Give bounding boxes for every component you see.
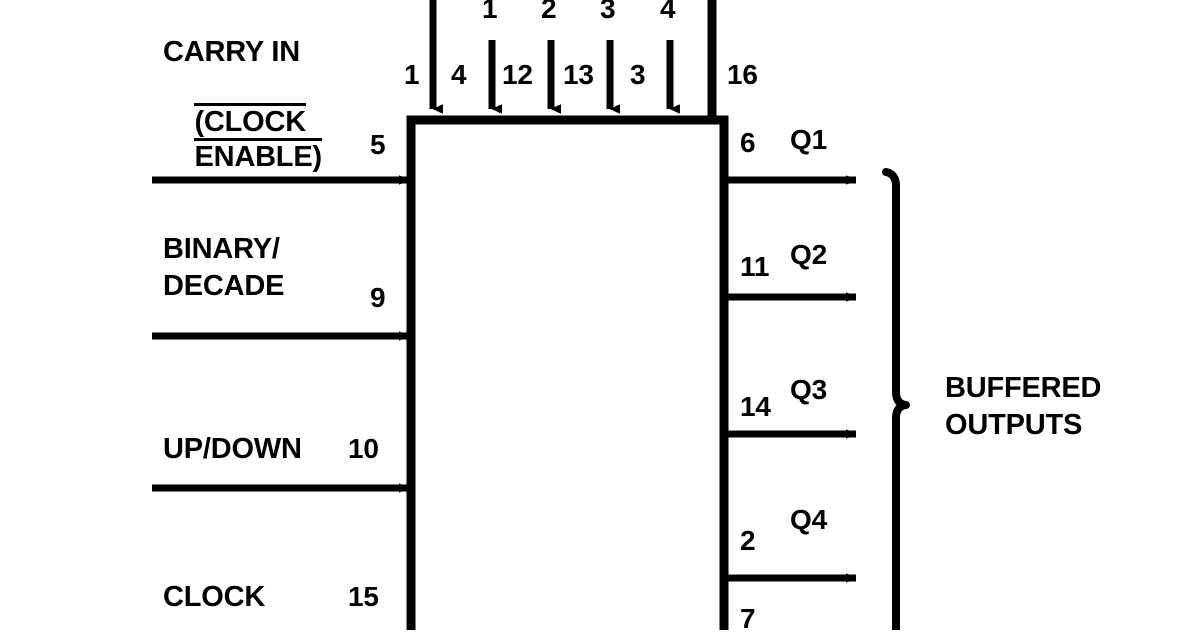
output-label-q1: Q1 — [790, 124, 827, 155]
input-label-clock-overline-1: (CLOCK — [194, 102, 306, 138]
counter-block — [406, 115, 729, 630]
output-pin-6: 6 — [740, 127, 756, 158]
input-label-decade: DECADE — [163, 270, 285, 302]
top-pin-number-13: 13 — [563, 59, 594, 90]
top-pin-number-12: 12 — [502, 59, 533, 90]
top-pin-number-16: 16 — [727, 59, 758, 90]
top-data-label-1: 1 — [482, 0, 498, 24]
input-label-clock-overline-2: ENABLE) — [194, 137, 322, 173]
input-label-binary: BINARY/ — [163, 233, 280, 265]
output-pin-7: 7 — [740, 603, 756, 634]
top-pin-number-3: 3 — [630, 59, 646, 90]
input-label-up-down: UP/DOWN — [163, 433, 302, 465]
output-pin-2: 2 — [740, 525, 756, 556]
top-data-label-4: 4 — [660, 0, 676, 24]
output-pin-11: 11 — [740, 251, 770, 282]
input-pin-5: 5 — [370, 129, 386, 160]
top-input-lines — [429, 0, 681, 114]
input-pin-15: 15 — [348, 581, 379, 612]
output-label-q4: Q4 — [790, 504, 827, 535]
input-pin-10: 10 — [348, 433, 379, 464]
top-pin-number-4: 4 — [451, 59, 467, 90]
input-label-carry-in: CARRY IN — [163, 36, 300, 68]
top-data-label-3: 3 — [600, 0, 616, 24]
input-pin-9: 9 — [370, 282, 386, 313]
left-input-lines — [152, 175, 410, 493]
buffered-outputs-brace — [882, 168, 910, 630]
buffered-outputs-line2: OUTPUTS — [945, 409, 1083, 441]
top-pin-number-1: 1 — [404, 59, 420, 90]
buffered-outputs-line1: BUFFERED — [945, 372, 1102, 404]
input-label-clock: CLOCK — [163, 581, 266, 613]
output-lines — [722, 175, 857, 583]
top-data-label-2: 2 — [541, 0, 557, 24]
output-label-q3: Q3 — [790, 374, 827, 405]
output-label-q2: Q2 — [790, 239, 827, 270]
output-pin-14: 14 — [740, 391, 771, 422]
